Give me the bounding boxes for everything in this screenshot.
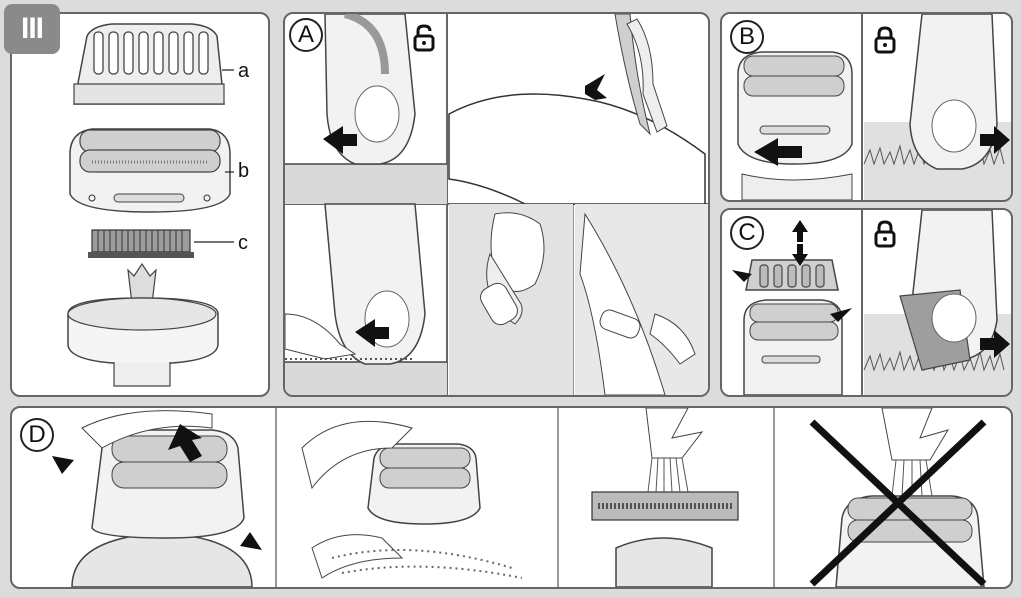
part-a-cap bbox=[74, 24, 234, 104]
panel-b-illustrations bbox=[722, 14, 1011, 200]
section-badge: III bbox=[4, 4, 60, 54]
panel-c: C bbox=[720, 208, 1013, 397]
part-label-a: a bbox=[238, 60, 249, 83]
panel-a: A bbox=[283, 12, 710, 397]
part-c-cutter bbox=[88, 230, 234, 258]
a3-measure-position bbox=[285, 204, 447, 395]
lock-icon bbox=[874, 220, 896, 248]
arrow-icon bbox=[585, 74, 607, 100]
panel-b-label: B bbox=[730, 20, 764, 54]
a4-face-area bbox=[449, 204, 573, 395]
panel-b: B bbox=[720, 12, 1013, 202]
d1-remove-head bbox=[72, 411, 252, 587]
panel-a-illustrations bbox=[285, 14, 708, 395]
c1-cap-attach bbox=[744, 260, 842, 395]
panel-c-label: C bbox=[730, 216, 764, 250]
a5-bikini-area bbox=[575, 204, 708, 395]
panel-d: D bbox=[10, 406, 1013, 589]
base-unit bbox=[68, 264, 218, 386]
b1-shaver-head bbox=[738, 52, 852, 200]
d2-tap-head bbox=[302, 421, 522, 578]
a2-leg-shaving bbox=[449, 14, 705, 204]
panel-d-illustrations bbox=[12, 408, 1011, 587]
part-b-shaver-head bbox=[70, 129, 234, 212]
part-label-b: b bbox=[238, 160, 249, 183]
lock-icon bbox=[874, 26, 896, 54]
parts-illustration bbox=[12, 14, 268, 395]
panel-a-label: A bbox=[289, 18, 323, 52]
part-label-c: c bbox=[238, 232, 248, 255]
unlock-icon bbox=[413, 24, 435, 52]
parts-panel: a b c bbox=[10, 12, 270, 397]
d3-brush-cutter bbox=[592, 408, 738, 587]
panel-d-label: D bbox=[20, 418, 54, 452]
panel-c-illustrations bbox=[722, 210, 1011, 395]
